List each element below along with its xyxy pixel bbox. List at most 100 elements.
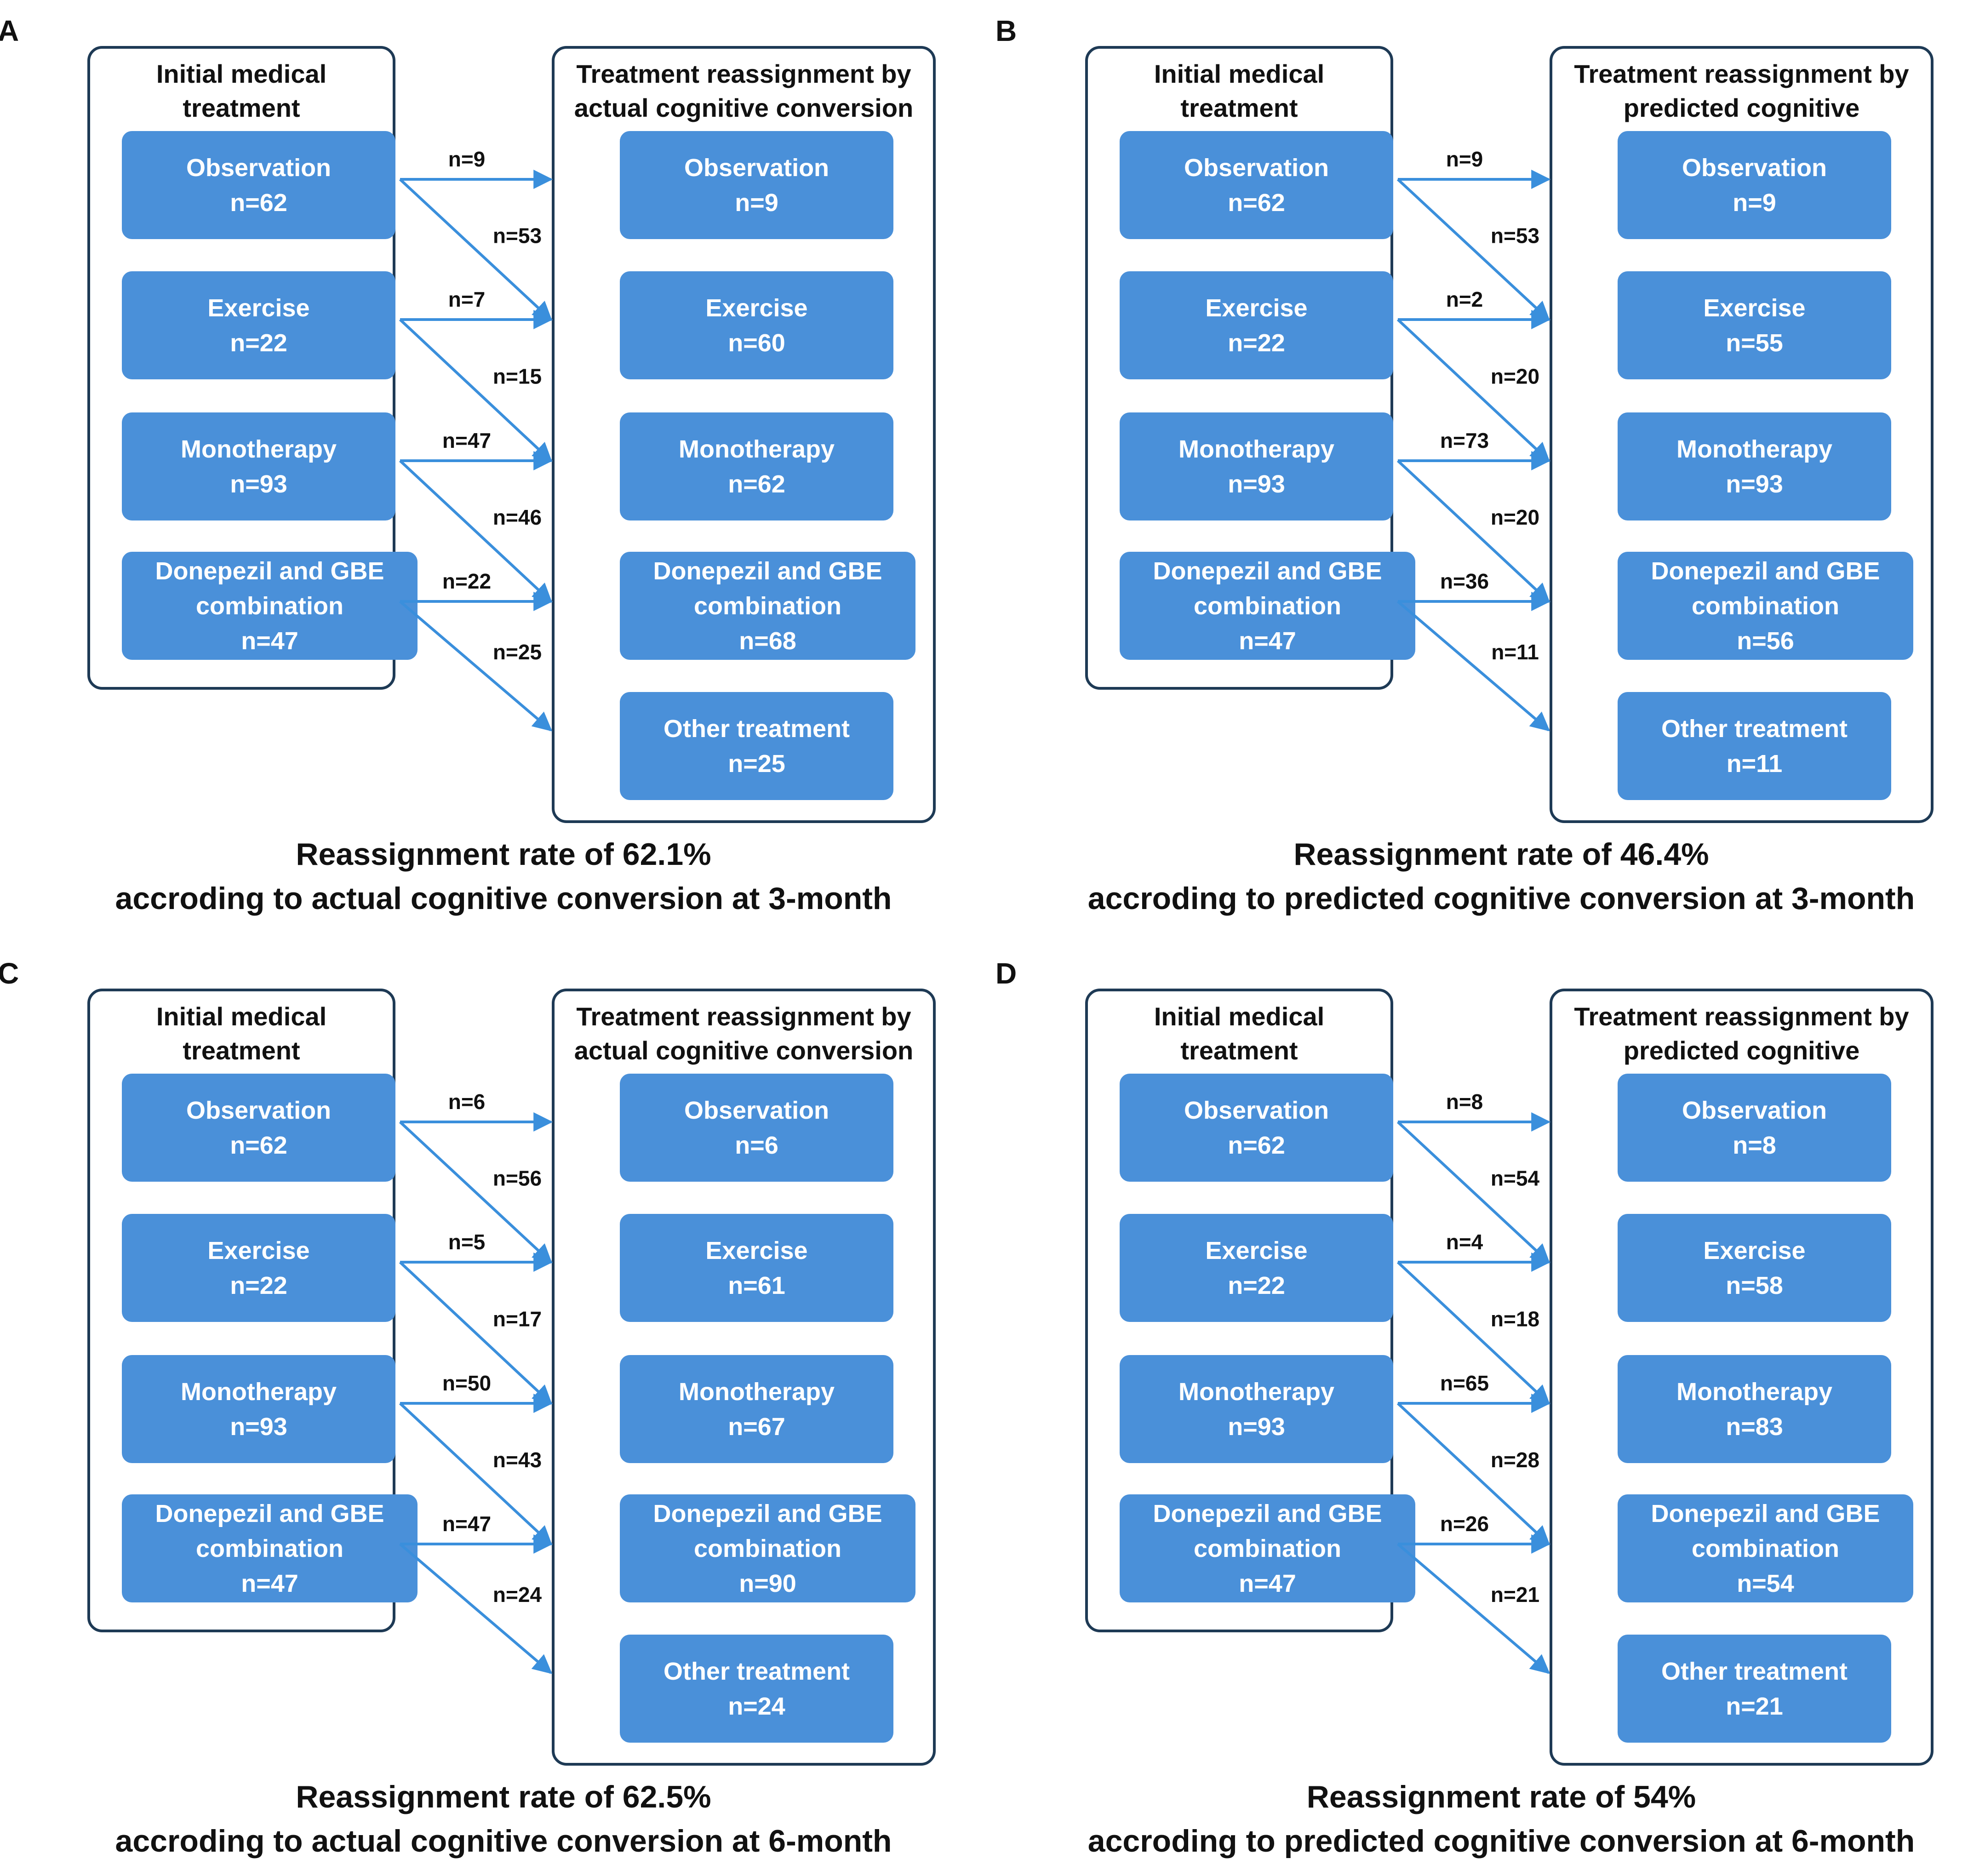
flow-arrow: [399, 459, 553, 603]
initial-box: Monotherapy n=93: [122, 1355, 395, 1463]
flow-label: n=15: [493, 365, 542, 389]
initial-treatment-title: Initial medical treatment: [1154, 59, 1325, 122]
initial-box-name: Monotherapy: [1178, 1378, 1334, 1406]
flow-label: n=21: [1491, 1583, 1539, 1607]
reassignment-caption: Reassignment rate of 62.1% accroding to a…: [14, 832, 993, 921]
caption-detail: accroding to predicted cognitive convers…: [1087, 881, 1915, 916]
initial-box-count: n=62: [230, 189, 287, 217]
reassigned-box-name: Monotherapy: [678, 1378, 835, 1406]
reassigned-box-name: Exercise: [1703, 1236, 1806, 1264]
caption-rate: Reassignment rate of 62.1%: [296, 837, 711, 872]
initial-treatment-title: Initial medical treatment: [1154, 1002, 1325, 1065]
flow-label: n=53: [1491, 224, 1539, 248]
reassignment-title: Treatment reassignment by actual cogniti…: [574, 59, 914, 122]
flow-label: n=20: [1491, 365, 1539, 389]
flow-arrow: [1396, 459, 1550, 603]
reassigned-box-name: Observation: [1682, 154, 1827, 182]
initial-box-count: n=47: [1239, 627, 1296, 655]
flow-label: n=18: [1491, 1307, 1539, 1331]
reassigned-box: Other treatment n=21: [1618, 1635, 1891, 1743]
flow-label: n=56: [493, 1167, 542, 1190]
flow-arrow: [399, 1543, 553, 1674]
flow-arrows: n=8n=54n=4n=18n=65n=28n=26n=21: [1396, 1090, 1551, 1674]
reassigned-box-count: n=54: [1737, 1569, 1794, 1597]
initial-box-name: Donepezil and GBE combination: [1153, 1499, 1382, 1562]
panel-label: A: [0, 14, 19, 47]
initial-treatment-title: Initial medical treatment: [156, 1002, 327, 1065]
reassigned-box: Donepezil and GBE combination n=56: [1618, 552, 1913, 660]
flow-label: n=54: [1491, 1167, 1540, 1190]
reassigned-box-count: n=56: [1737, 627, 1794, 655]
reassigned-box-name: Other treatment: [1661, 1657, 1848, 1685]
initial-box-name: Exercise: [207, 1236, 310, 1264]
flow-label: n=11: [1491, 640, 1539, 664]
reassigned-box-count: n=9: [1733, 189, 1776, 217]
initial-box-name: Observation: [1184, 1096, 1329, 1124]
reassigned-box-name: Monotherapy: [1676, 1378, 1832, 1406]
reassigned-box-name: Observation: [684, 1096, 829, 1124]
initial-box-name: Donepezil and GBE combination: [155, 1499, 384, 1562]
reassignment-caption: Reassignment rate of 54%accroding to pre…: [1012, 1775, 1985, 1863]
flow-arrow: [1396, 1121, 1550, 1264]
flow-arrows: n=6n=56n=5n=17n=50n=43n=47n=24: [399, 1090, 553, 1674]
initial-box-count: n=62: [230, 1131, 287, 1159]
flow-arrow: [399, 318, 553, 462]
reassigned-box-count: n=62: [728, 470, 785, 498]
initial-box-count: n=22: [1228, 1271, 1285, 1299]
flow-label: n=17: [493, 1307, 542, 1331]
reassigned-box-name: Other treatment: [663, 715, 850, 743]
flow-arrow: [1396, 1402, 1550, 1545]
flow-label: n=7: [448, 287, 486, 311]
flow-label: n=9: [1446, 147, 1483, 171]
initial-box-name: Monotherapy: [180, 1378, 337, 1406]
reassigned-box-name: Exercise: [705, 294, 808, 322]
reassigned-box-name: Monotherapy: [1676, 435, 1832, 463]
reassigned-box-name: Donepezil and GBE combination: [1651, 557, 1880, 620]
reassigned-box-name: Exercise: [1703, 294, 1806, 322]
flow-arrow: [399, 1261, 553, 1405]
initial-box-name: Monotherapy: [180, 435, 337, 463]
reassigned-box: Monotherapy n=93: [1618, 412, 1891, 520]
initial-box-name: Monotherapy: [1178, 435, 1334, 463]
reassigned-box-name: Monotherapy: [678, 435, 835, 463]
panel-label: D: [995, 957, 1017, 990]
reassigned-box-count: n=83: [1726, 1413, 1783, 1441]
reassigned-box-name: Donepezil and GBE combination: [653, 557, 882, 620]
reassigned-box-count: n=55: [1726, 329, 1783, 357]
reassigned-box-count: n=21: [1726, 1692, 1783, 1720]
flow-label: n=53: [493, 224, 542, 248]
reassigned-box-count: n=61: [728, 1271, 785, 1299]
flow-arrows: n=9n=53n=7n=15n=47n=46n=22n=25: [399, 147, 553, 732]
caption-detail: accroding to actual cognitive conversion…: [115, 1824, 892, 1859]
reassigned-box-count: n=93: [1726, 470, 1783, 498]
reassigned-box-count: n=90: [739, 1569, 796, 1597]
flow-label: n=6: [448, 1090, 486, 1114]
caption-detail: accroding to actual cognitive conversion…: [115, 881, 892, 916]
flow-label: n=28: [1491, 1448, 1539, 1472]
flow-label: n=25: [493, 640, 542, 664]
initial-box-count: n=93: [1228, 470, 1285, 498]
initial-box-count: n=93: [230, 1413, 287, 1441]
flow-label: n=47: [442, 1512, 491, 1536]
flow-label: n=22: [442, 569, 491, 593]
flow-arrow: [399, 1121, 553, 1264]
initial-box-count: n=47: [241, 627, 298, 655]
reassignment-title: Treatment reassignment by actual cogniti…: [574, 1002, 914, 1065]
reassigned-box-count: n=9: [735, 189, 778, 217]
